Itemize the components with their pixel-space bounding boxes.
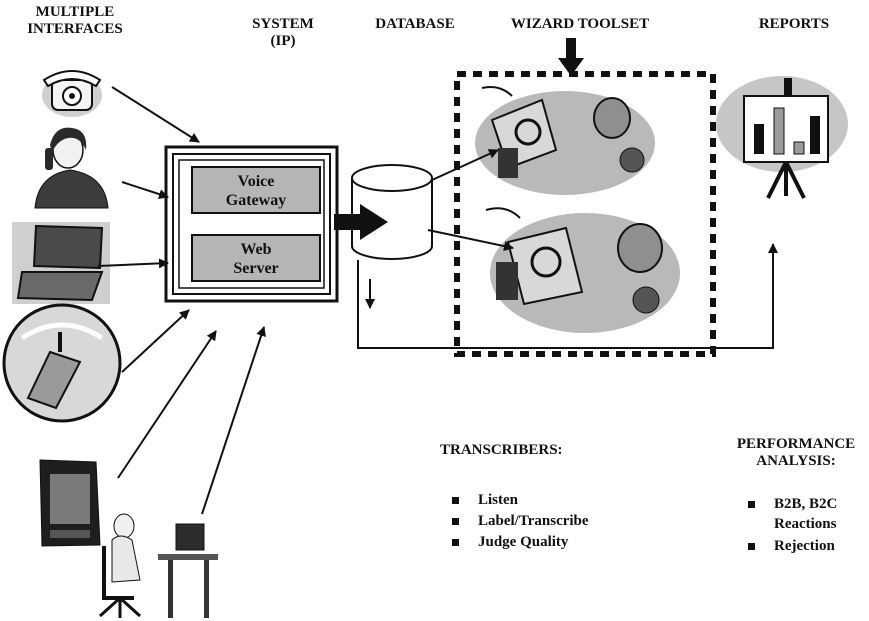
wizard-operator-top-icon bbox=[475, 86, 655, 195]
performance-title: PERFORMANCE ANALYSIS: bbox=[736, 436, 856, 469]
header-wizard-toolset: WIZARD TOOLSET bbox=[510, 16, 650, 32]
list-item: Listen bbox=[448, 490, 589, 511]
telephone-icon bbox=[42, 70, 102, 117]
performance-list: B2B, B2C Reactions Rejection bbox=[744, 494, 837, 556]
list-item: Rejection bbox=[744, 536, 837, 556]
system-to-database-arrow bbox=[334, 204, 388, 240]
wizard-operator-bottom-icon bbox=[485, 207, 680, 333]
web-server-box: Web Server bbox=[191, 234, 321, 282]
woman-at-computer-icon bbox=[98, 513, 218, 618]
laptop-icon bbox=[12, 222, 110, 304]
header-database: DATABASE bbox=[375, 16, 455, 32]
transcribers-list: Listen Label/Transcribe Judge Quality bbox=[448, 490, 589, 553]
wizard-down-arrow bbox=[558, 38, 584, 76]
database-icon bbox=[351, 164, 433, 260]
cell-phone-icon bbox=[2, 303, 122, 423]
wizard-toolset-box bbox=[454, 71, 716, 357]
header-reports: REPORTS bbox=[758, 16, 830, 32]
pda-icon bbox=[39, 459, 101, 547]
connector-arrows bbox=[97, 86, 778, 515]
woman-on-phone-icon bbox=[34, 127, 109, 209]
header-multiple-interfaces: MULTIPLE INTERFACES bbox=[27, 4, 123, 37]
list-item: Judge Quality bbox=[448, 532, 589, 553]
report-chart-icon bbox=[716, 76, 848, 199]
voice-gateway-box: Voice Gateway bbox=[191, 166, 321, 214]
transcribers-title: TRANSCRIBERS: bbox=[440, 442, 563, 458]
list-item: B2B, B2C Reactions bbox=[744, 494, 837, 534]
list-item: Label/Transcribe bbox=[448, 511, 589, 532]
header-system: SYSTEM (IP) bbox=[252, 16, 314, 49]
